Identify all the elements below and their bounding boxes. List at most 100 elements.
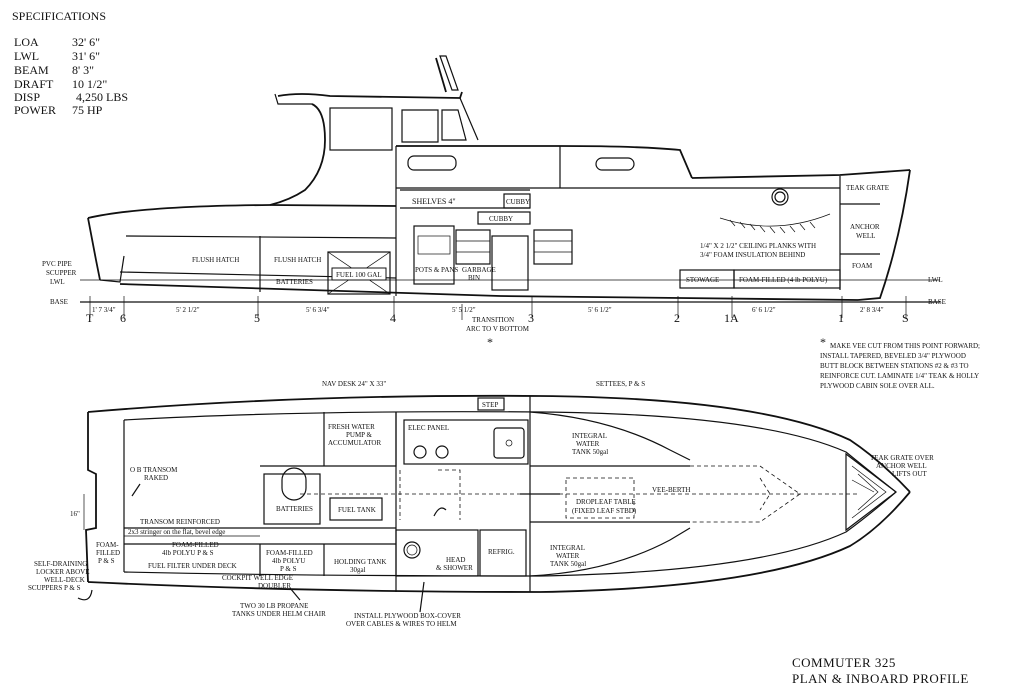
portlight-2 bbox=[595, 157, 635, 171]
spec-value-disp: 4,250 LBS bbox=[76, 90, 128, 104]
note-star: * bbox=[820, 335, 826, 349]
title-line-2: PLAN & INBOARD PROFILE bbox=[792, 671, 969, 686]
settee-drawers bbox=[533, 229, 573, 265]
fuel-tank-plan-label: FUEL TANK bbox=[338, 506, 376, 514]
well-label: WELL bbox=[856, 232, 875, 240]
note-line-4: REINFORCE CUT. LAMINATE 1/4" TEAK & HOLL… bbox=[820, 372, 979, 380]
note-line-3: BUTT BLOCK BETWEEN STATIONS #2 & #3 TO bbox=[820, 362, 969, 370]
bow-stem bbox=[857, 169, 911, 301]
pvc-pipe-label: PVC PIPE bbox=[42, 260, 72, 268]
cubby-lower-box bbox=[477, 211, 531, 225]
spec-label-disp: DISP bbox=[14, 90, 40, 104]
pilothouse-aft-curve bbox=[269, 103, 326, 206]
station-6: 6 bbox=[120, 311, 126, 325]
inboard-profile: SHELVES 4" CUBBY CUBBY TEAK GRATE ANCHOR… bbox=[42, 55, 946, 349]
sink-drain bbox=[505, 439, 513, 447]
station-4: 4 bbox=[390, 311, 396, 325]
shelf-lines bbox=[400, 189, 530, 209]
stowage-label: STOWAGE bbox=[686, 276, 719, 284]
foam-right-1: FOAM-FILLED bbox=[266, 549, 313, 557]
inner-bottom-edge bbox=[123, 491, 897, 577]
plywood-box-1: INSTALL PLYWOOD BOX-COVER bbox=[354, 612, 461, 620]
aft-sheer bbox=[87, 204, 397, 219]
ob-transom-1: O B TRANSOM bbox=[130, 466, 178, 474]
spec-value-beam: 8' 3" bbox=[72, 63, 94, 77]
lwl-left-label: LWL bbox=[50, 278, 65, 286]
fuel-tank-plan bbox=[329, 497, 383, 521]
vee-berth-outline bbox=[690, 465, 801, 523]
note-line-5: PLYWOOD CABIN SOLE OVER ALL. bbox=[820, 382, 935, 390]
round-portlight bbox=[771, 188, 789, 206]
round-portlight-inner bbox=[774, 191, 786, 203]
cockpit-well-2: DOUBLER bbox=[258, 582, 291, 590]
mast-outline bbox=[439, 55, 459, 91]
self-draining-arrow bbox=[77, 589, 93, 601]
station-1a: 1A bbox=[724, 311, 739, 325]
elec-panel-label: ELEC PANEL bbox=[408, 424, 449, 432]
shower-label: & SHOWER bbox=[436, 564, 473, 572]
foam-label: FOAM bbox=[852, 262, 873, 270]
fresh-water-box bbox=[260, 412, 397, 467]
integral-upper-2: WATER bbox=[576, 440, 600, 448]
nav-desk-label: NAV DESK 24" X 33" bbox=[322, 380, 386, 388]
pilothouse-roof bbox=[277, 91, 463, 99]
holding-tank-2: 30gal bbox=[350, 566, 366, 574]
galley-cabinet bbox=[491, 235, 529, 291]
cubby-upper-label: CUBBY bbox=[506, 198, 530, 206]
dropleaf-2: (FIXED LEAF STBD) bbox=[572, 507, 637, 515]
cubby-lower-label: CUBBY bbox=[489, 215, 513, 223]
transom-inner bbox=[99, 255, 125, 283]
integral-lower-3: TANK 50gal bbox=[550, 560, 586, 568]
galley-counter bbox=[403, 419, 529, 465]
cable-path bbox=[399, 469, 461, 520]
hull-bottom bbox=[119, 283, 859, 301]
integral-upper-3: TANK 50gal bbox=[572, 448, 608, 456]
anchor-well-tri bbox=[845, 452, 897, 532]
station-2: 2 bbox=[674, 311, 680, 325]
station-1: 1 bbox=[838, 311, 844, 325]
transom-edge bbox=[85, 412, 97, 583]
fresh-water-2: PUMP & bbox=[346, 431, 373, 439]
construction-note: * MAKE VEE CUT FROM THIS POINT FORWARD; … bbox=[820, 335, 980, 390]
transition-label-2: ARC TO V BOTTOM bbox=[466, 325, 530, 333]
ob-transom-arrow bbox=[131, 483, 141, 497]
transom-reinforced-label: TRANSOM REINFORCED bbox=[140, 518, 220, 526]
spec-value-power: 75 HP bbox=[72, 103, 103, 117]
helm-seat bbox=[281, 467, 307, 501]
spec-label-loa: LOA bbox=[14, 35, 39, 49]
stove-oven bbox=[417, 235, 451, 255]
title-block: COMMUTER 325 PLAN & INBOARD PROFILE bbox=[792, 655, 969, 686]
settees-label: SETTEES, P & S bbox=[596, 380, 645, 388]
refrig-label: REFRIG. bbox=[488, 548, 515, 556]
anchor-label: ANCHOR bbox=[850, 223, 880, 231]
batteries-box bbox=[263, 473, 321, 525]
station-3: 3 bbox=[528, 311, 534, 325]
lwl-right-label: LWL bbox=[928, 276, 943, 284]
integral-lower-2: WATER bbox=[556, 552, 580, 560]
portlight-1 bbox=[407, 155, 457, 171]
drawer-lines bbox=[456, 240, 490, 253]
foam-right-2: 4lb POLYU bbox=[272, 557, 305, 565]
toilet bbox=[403, 541, 421, 559]
spec-label-lwl: LWL bbox=[14, 49, 39, 63]
self-draining-4: SCUPPERS P & S bbox=[28, 584, 81, 592]
refrig-box bbox=[479, 529, 527, 577]
head-label: HEAD bbox=[446, 556, 465, 564]
shelves-label: SHELVES 4" bbox=[412, 197, 456, 206]
dim-16-label: 16" bbox=[70, 510, 80, 518]
base-right-label: BASE bbox=[928, 298, 946, 306]
asterisk-mark: * bbox=[487, 335, 493, 349]
base-left-label: BASE bbox=[50, 298, 68, 306]
foam-mid-2: 4lb POLYU P & S bbox=[162, 549, 214, 557]
burner-1 bbox=[413, 445, 427, 459]
vee-berth-label: VEE-BERTH bbox=[652, 486, 690, 494]
transom bbox=[87, 217, 101, 281]
fwd-sheer bbox=[691, 169, 911, 179]
station-5: 5 bbox=[254, 311, 260, 325]
dropleaf-table bbox=[565, 477, 635, 519]
foam-right-3: P & S bbox=[280, 565, 297, 573]
settee-top bbox=[529, 411, 691, 461]
stringer-label: 2x3 stringer on the flat, bevel edge bbox=[128, 528, 225, 536]
fresh-water-3: ACCUMULATOR bbox=[328, 439, 381, 447]
